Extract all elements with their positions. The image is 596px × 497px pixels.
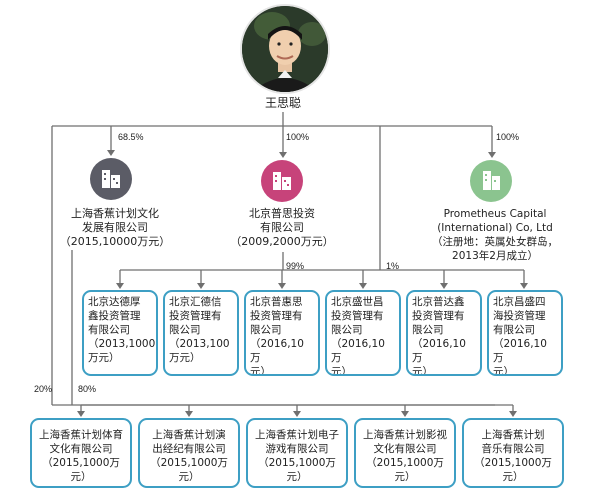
percent-label: 100%	[286, 132, 310, 142]
arrow-head-mid-0	[116, 283, 124, 289]
arrow-head-bottom-0	[77, 411, 85, 417]
arrow-head	[107, 150, 115, 156]
building-icon-3	[470, 160, 512, 202]
arrow-head-mid-1	[197, 283, 205, 289]
person-name: 王思聪	[264, 96, 301, 110]
arrow-head-bottom-1	[185, 411, 193, 417]
holding-beijing-pusi: 北京普思投资 有限公司 （2009,2000万元）	[230, 207, 334, 248]
person-portrait-icon	[242, 6, 328, 92]
building-icon-1	[90, 158, 132, 200]
arrow-head	[488, 152, 496, 158]
percent-label: 1%	[386, 261, 400, 271]
percent-label: 20%	[34, 384, 53, 394]
arrow-head-mid-5	[520, 283, 528, 289]
bottom-company-performance: 上海香蕉计划演出经纪有限公司（2015,1000万元）	[138, 418, 240, 488]
arrow-head	[279, 152, 287, 158]
arrow-head-mid-2	[278, 283, 286, 289]
arrow-head-bottom-2	[293, 411, 301, 417]
percent-label: 99%	[286, 261, 305, 271]
mid-company-shengshichang: 北京盛世昌投资管理有限公司（2016,10万元）	[325, 290, 401, 376]
person-avatar	[240, 4, 330, 94]
mid-company-changshengsihai: 北京昌盛四海投资管理有限公司（2016,10万元）	[487, 290, 563, 376]
percent-label: 68.5%	[118, 132, 144, 142]
arrow-head-bottom-4	[509, 411, 517, 417]
percent-label: 100%	[496, 132, 520, 142]
building-icon-2	[261, 160, 303, 202]
percent-label: 80%	[78, 384, 97, 394]
arrow-head-bottom-3	[401, 411, 409, 417]
mid-company-pudaxin: 北京普达鑫投资管理有限公司（2016,10万元）	[406, 290, 482, 376]
bottom-company-sports: 上海香蕉计划体育文化有限公司（2015,1000万元）	[30, 418, 132, 488]
arrow-head-mid-4	[440, 283, 448, 289]
bottom-company-games: 上海香蕉计划电子游戏有限公司（2015,1000万元）	[246, 418, 348, 488]
bottom-company-music: 上海香蕉计划音乐有限公司（2015,1000万元）	[462, 418, 564, 488]
bottom-company-film: 上海香蕉计划影视文化有限公司（2015,1000万元）	[354, 418, 456, 488]
holding-prometheus: Prometheus Capital (International) Co, L…	[432, 208, 558, 262]
arrow-head-mid-3	[359, 283, 367, 289]
mid-company-puhuisi: 北京普惠思投资管理有限公司（2016,10万元）	[244, 290, 320, 376]
holding-shanghai-banana: 上海香蕉计划文化 发展有限公司 （2015,10000万元）	[59, 207, 171, 248]
